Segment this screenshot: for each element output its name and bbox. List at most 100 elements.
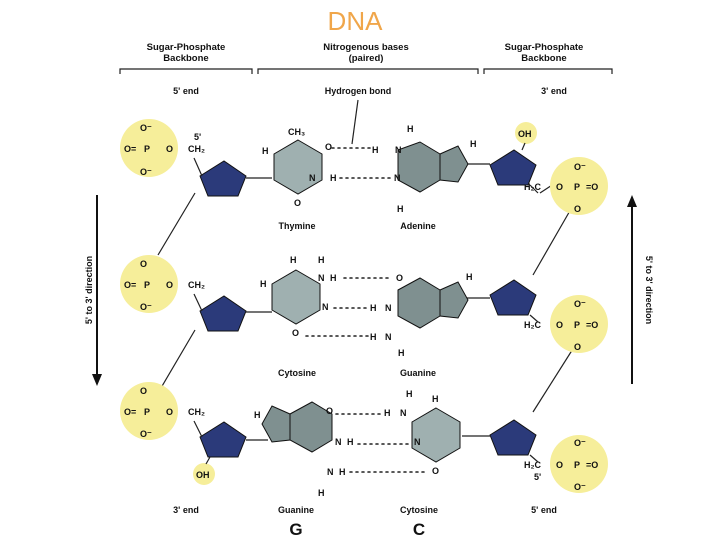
diagram-title: DNA xyxy=(328,6,384,36)
right-sugar-1 xyxy=(489,149,537,186)
right-backbone-link-1 xyxy=(532,201,576,276)
nitrogen-label: N xyxy=(400,408,407,418)
left-backbone-link-2 xyxy=(157,329,196,394)
oxygen-label: O xyxy=(432,466,439,476)
hydrogen-label: H xyxy=(372,145,379,155)
hydrogen-label: H xyxy=(260,279,267,289)
phosphate-circle xyxy=(550,295,608,353)
right-phosphate-2: P =O O⁻ O O H₂C xyxy=(524,295,608,353)
phosphate-circle xyxy=(550,435,608,493)
left-backbone-header-line2: Backbone xyxy=(163,53,208,64)
methyl-label: CH₃ xyxy=(288,127,305,137)
oxygen-label: O xyxy=(140,386,147,396)
right-bottom-end-label: 5' end xyxy=(531,505,557,515)
oxygen-label: O xyxy=(325,142,332,152)
oxygen-label: O⁻ xyxy=(574,438,586,448)
hydrogen-label: H xyxy=(254,410,261,420)
nitrogen-label: N xyxy=(309,173,316,183)
right-header-bracket xyxy=(483,68,613,74)
oxygen-label: O⁻ xyxy=(140,123,152,133)
oxygen-label: O xyxy=(166,280,173,290)
ch2-label: CH₂ xyxy=(188,144,205,154)
guanine-five-ring xyxy=(439,281,469,319)
base-letter-c: C xyxy=(413,520,425,539)
hydrogen-label: H xyxy=(470,139,477,149)
hydrogen-bond-pointer xyxy=(351,99,359,145)
oxygen-label: O= xyxy=(124,280,136,290)
hydrogen-label: H xyxy=(466,272,473,282)
left-phosphate-3: P O= O O⁻ O CH₂ xyxy=(120,382,205,440)
left-backbone-header-line1: Sugar-Phosphate xyxy=(147,42,226,53)
oxygen-label: O⁻ xyxy=(140,167,152,177)
right-phosphate-1: P =O O⁻ O O H₂C xyxy=(524,157,608,215)
nitrogen-label: N xyxy=(385,303,392,313)
right-direction-label: 5' to 3' direction xyxy=(644,256,654,324)
hydrogen-label: H xyxy=(384,408,391,418)
phosphorus-label: P xyxy=(574,320,580,330)
base-label-thymine: Thymine xyxy=(278,221,315,231)
nitrogen-label: N xyxy=(394,173,401,183)
left-sugar-bond xyxy=(193,293,203,312)
guanine-five-ring xyxy=(261,405,291,443)
oxygen-label: O= xyxy=(124,144,136,154)
phosphate-circle xyxy=(120,382,178,440)
phosphate-circle xyxy=(120,119,178,177)
phosphorus-label: P xyxy=(144,280,150,290)
left-sugar-2 xyxy=(199,295,247,332)
right-top-end-label: 3' end xyxy=(541,86,567,96)
five-prime-label: 5' xyxy=(534,472,541,482)
nitrogen-label: N xyxy=(395,145,402,155)
hydrogen-label: H xyxy=(397,204,404,214)
phosphorus-label: P xyxy=(574,182,580,192)
oxygen-label: O⁻ xyxy=(140,302,152,312)
phosphate-circle xyxy=(120,255,178,313)
guanine-six-ring xyxy=(397,277,441,329)
right-sugar-bond xyxy=(529,314,539,323)
oxygen-label: O xyxy=(556,460,563,470)
right-arrowhead xyxy=(627,195,637,207)
oxygen-label: O⁻ xyxy=(574,162,586,172)
hydrogen-label: H xyxy=(432,394,439,404)
right-backbone-link-2 xyxy=(532,343,577,413)
oxygen-label: O xyxy=(292,328,299,338)
hydrogen-bond-label: Hydrogen bond xyxy=(325,86,392,96)
hydroxyl-bond xyxy=(521,142,526,151)
hydroxyl-circle xyxy=(193,463,215,485)
base-label-adenine: Adenine xyxy=(400,221,436,231)
bases-header-bracket xyxy=(257,68,479,74)
hydrogen-label: H xyxy=(339,467,346,477)
left-bottom-end-label: 3' end xyxy=(173,505,199,515)
hydroxyl-label: OH xyxy=(518,129,532,139)
right-sugar-2 xyxy=(489,279,537,316)
hydrogen-label: H xyxy=(318,488,325,498)
oxygen-label: O⁻ xyxy=(140,429,152,439)
base-label-guanine-bottom: Guanine xyxy=(278,505,314,515)
left-sugar-1 xyxy=(199,160,247,197)
oxygen-label: O⁻ xyxy=(574,299,586,309)
nitrogen-label: N xyxy=(335,437,342,447)
oxygen-label: O xyxy=(326,406,333,416)
oxygen-label: O xyxy=(166,144,173,154)
oxygen-label: O xyxy=(294,198,301,208)
ch2-label: CH₂ xyxy=(188,407,205,417)
oxygen-label: O xyxy=(140,259,147,269)
phosphate-circle xyxy=(550,157,608,215)
hydroxyl-label: OH xyxy=(196,470,210,480)
right-sugar-3 xyxy=(489,419,537,456)
oxygen-label: O⁻ xyxy=(574,482,586,492)
left-sugar-3 xyxy=(199,421,247,458)
hydrogen-label: H xyxy=(262,146,269,156)
adenine-five-ring xyxy=(439,145,469,183)
hydrogen-label: H xyxy=(407,124,414,134)
adenine-six-ring xyxy=(397,141,441,193)
bases-header-line2: (paired) xyxy=(349,53,384,64)
right-backbone-header-line1: Sugar-Phosphate xyxy=(505,42,584,53)
phosphorus-label: P xyxy=(574,460,580,470)
hydrogen-label: H xyxy=(406,389,413,399)
hydroxyl-bond xyxy=(205,456,211,465)
hydrogen-label: H xyxy=(330,173,337,183)
ch2-label: CH₂ xyxy=(188,280,205,290)
cytosine-ring xyxy=(271,269,321,325)
phosphorus-label: P xyxy=(144,407,150,417)
